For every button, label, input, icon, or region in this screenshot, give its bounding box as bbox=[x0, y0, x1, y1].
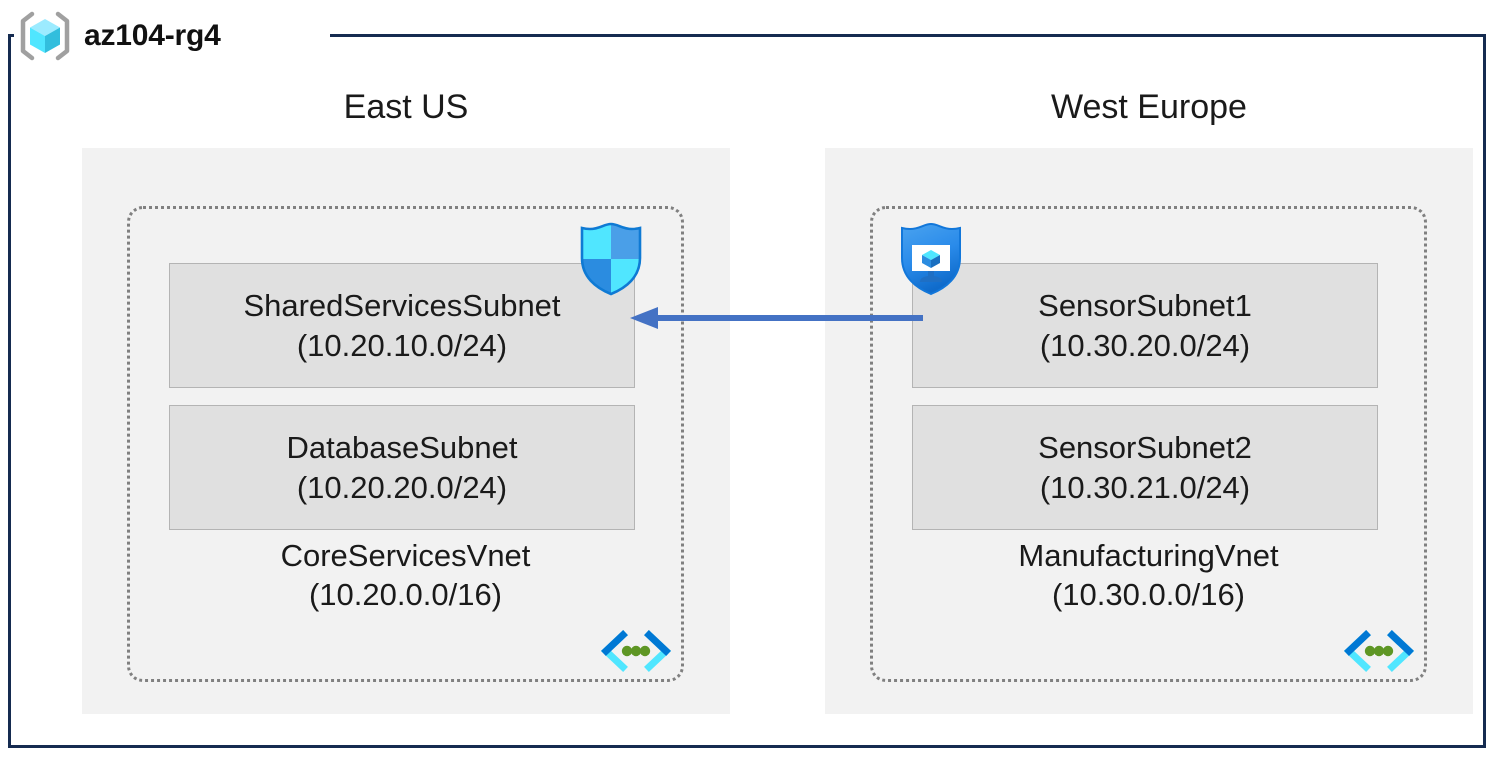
virtual-machine-shield-icon bbox=[898, 222, 964, 296]
vnet-label-coreservicesvnet: CoreServicesVnet (10.20.0.0/16) bbox=[130, 536, 681, 615]
vnet-label-manufacturingvnet: ManufacturingVnet (10.30.0.0/16) bbox=[873, 536, 1424, 615]
subnet-cidr: (10.20.20.0/24) bbox=[296, 469, 508, 505]
resource-group-header: az104-rg4 bbox=[16, 11, 221, 61]
subnet-name: SensorSubnet1 bbox=[1038, 288, 1252, 324]
subnet-name: DatabaseSubnet bbox=[286, 430, 518, 466]
region-west-europe: West Europe SensorSubnet1 (10.30.20.0/24… bbox=[825, 88, 1473, 728]
vnet-coreservicesvnet[interactable]: SharedServicesSubnet (10.20.10.0/24) Dat… bbox=[127, 206, 684, 682]
security-shield-icon bbox=[578, 222, 644, 296]
virtual-network-icon bbox=[600, 627, 672, 675]
subnet-cidr: (10.30.20.0/24) bbox=[1039, 327, 1251, 363]
vnet-manufacturingvnet[interactable]: SensorSubnet1 (10.30.20.0/24) SensorSubn… bbox=[870, 206, 1427, 682]
subnet-cidr: (10.20.10.0/24) bbox=[296, 327, 508, 363]
subnet-databasesubnet[interactable]: DatabaseSubnet (10.20.20.0/24) bbox=[169, 405, 635, 530]
subnet-sensorsubnet2[interactable]: SensorSubnet2 (10.30.21.0/24) bbox=[912, 405, 1378, 530]
subnet-sensorsubnet1[interactable]: SensorSubnet1 (10.30.20.0/24) bbox=[912, 263, 1378, 388]
resource-group-frame bbox=[8, 34, 1486, 748]
vnet-cidr-text: (10.20.0.0/16) bbox=[308, 577, 503, 613]
vnet-peering-arrow bbox=[628, 305, 923, 331]
region-label-east-us: East US bbox=[343, 88, 469, 126]
subnet-name: SharedServicesSubnet bbox=[243, 288, 561, 324]
vnet-name-text: CoreServicesVnet bbox=[280, 537, 531, 573]
vnet-name-text: ManufacturingVnet bbox=[1018, 537, 1279, 573]
vnet-cidr-text: (10.30.0.0/16) bbox=[1051, 577, 1246, 613]
subnet-sharedservicessubnet[interactable]: SharedServicesSubnet (10.20.10.0/24) bbox=[169, 263, 635, 388]
region-east-us: East US SharedServicesSubnet (10.20.10.0… bbox=[82, 88, 730, 728]
subnet-cidr: (10.30.21.0/24) bbox=[1039, 469, 1251, 505]
resource-group-icon bbox=[16, 11, 74, 61]
region-label-west-europe: West Europe bbox=[1051, 88, 1247, 126]
resource-group-name: az104-rg4 bbox=[84, 19, 221, 52]
subnet-name: SensorSubnet2 bbox=[1038, 430, 1252, 466]
virtual-network-icon bbox=[1343, 627, 1415, 675]
